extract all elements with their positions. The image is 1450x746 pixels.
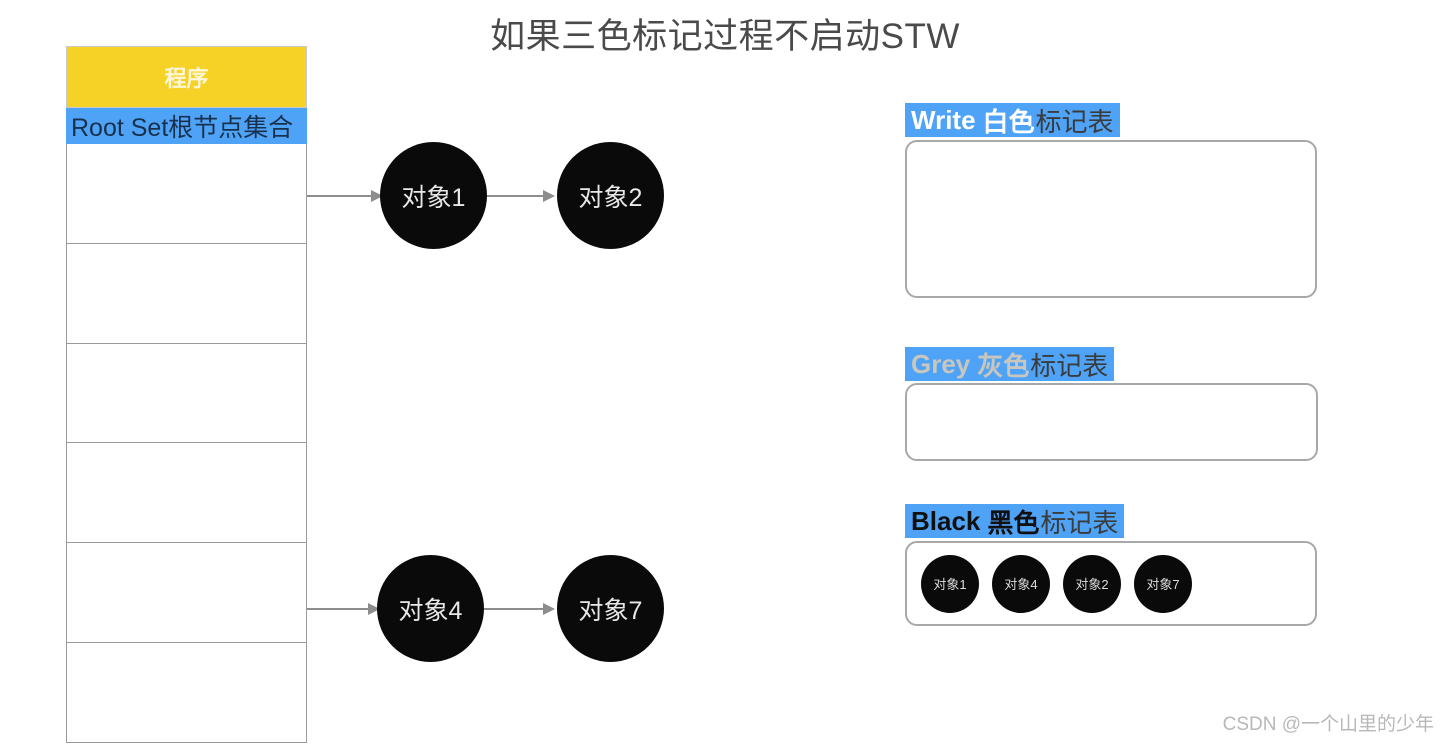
white-mark-label-rest: 标记表 bbox=[1035, 106, 1114, 137]
black-mark-table-label: Black 黑色 标记表 bbox=[905, 504, 1125, 538]
black-mark-item[interactable]: 对象4 bbox=[992, 554, 1050, 613]
table-row bbox=[67, 343, 306, 444]
object-node-obj2[interactable]: 对象2 bbox=[557, 142, 664, 249]
program-header: 程序 bbox=[66, 46, 307, 108]
object-node-label: 对象4 bbox=[398, 596, 463, 625]
white-mark-table-label: Write 白色 标记表 bbox=[905, 103, 1120, 137]
grey-mark-table-label: Grey 灰色 标记表 bbox=[905, 347, 1115, 381]
arrow-root-to-obj4 bbox=[307, 603, 380, 615]
object-node-label: 对象2 bbox=[578, 183, 643, 212]
watermark: CSDN @一个山里的少年 bbox=[1222, 714, 1434, 735]
object-node-obj7[interactable]: 对象7 bbox=[557, 555, 664, 662]
object-node-obj1[interactable]: 对象1 bbox=[380, 142, 487, 249]
grey-mark-label-color: 灰色 bbox=[977, 350, 1030, 381]
black-mark-item[interactable]: 对象7 bbox=[1134, 554, 1192, 613]
black-mark-item[interactable]: 对象1 bbox=[921, 554, 979, 613]
arrow-obj4-to-obj7 bbox=[484, 603, 555, 615]
black-mark-label-en: Black bbox=[911, 505, 981, 536]
table-row bbox=[67, 443, 306, 544]
white-mark-table-box[interactable] bbox=[905, 140, 1317, 298]
object-node-label: 对象1 bbox=[401, 183, 466, 212]
table-row bbox=[67, 543, 306, 644]
table-row bbox=[67, 643, 306, 742]
black-mark-item[interactable]: 对象2 bbox=[1063, 554, 1121, 613]
program-table-body bbox=[66, 144, 307, 743]
object-node-label: 对象7 bbox=[578, 596, 643, 625]
black-mark-label-rest: 标记表 bbox=[1040, 507, 1119, 538]
arrow-obj1-to-obj2 bbox=[487, 190, 555, 202]
black-mark-table-box: 对象1 对象4 对象2 对象7 bbox=[905, 541, 1317, 626]
black-mark-label-color: 黑色 bbox=[987, 507, 1040, 538]
object-node-obj4[interactable]: 对象4 bbox=[377, 555, 484, 662]
root-set-label: Root Set根节点集合 bbox=[71, 114, 294, 142]
table-row bbox=[67, 243, 306, 344]
root-set-header: Root Set根节点集合 bbox=[66, 108, 307, 144]
program-header-label: 程序 bbox=[164, 66, 209, 91]
page-title: 如果三色标记过程不启动STW bbox=[490, 17, 960, 56]
grey-mark-table-box[interactable] bbox=[905, 383, 1318, 461]
program-table: 程序 Root Set根节点集合 bbox=[66, 46, 307, 743]
white-mark-label-color: 白色 bbox=[982, 106, 1035, 137]
white-mark-label-en: Write bbox=[911, 104, 976, 135]
arrow-root-to-obj1 bbox=[307, 190, 383, 202]
grey-mark-label-en: Grey bbox=[911, 348, 971, 379]
table-row bbox=[67, 144, 306, 244]
grey-mark-label-rest: 标记表 bbox=[1030, 350, 1109, 381]
